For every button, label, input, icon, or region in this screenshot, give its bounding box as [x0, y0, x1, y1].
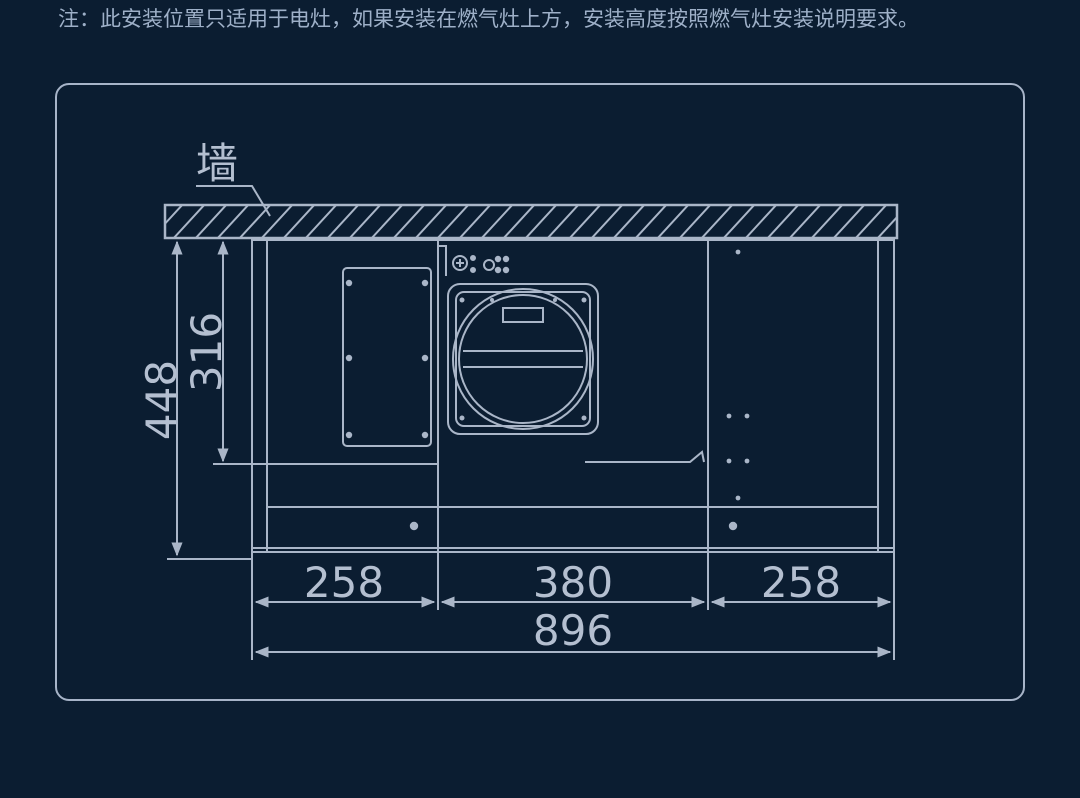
top-fitting-icon	[438, 245, 510, 276]
wall-hatch-line	[480, 205, 514, 238]
installation-note: 注：此安装位置只适用于电灶，如果安装在燃气灶上方，安装高度按照燃气灶安装说明要求…	[58, 7, 919, 31]
wall-label: 墙	[196, 139, 238, 188]
wall	[163, 203, 954, 240]
wall-hatch-line	[678, 205, 712, 238]
width-dimension-lines	[251, 552, 895, 660]
wall-hatch-line	[788, 205, 822, 238]
diagram-frame	[55, 83, 1025, 701]
wall-hatch-line	[876, 215, 897, 238]
wall-hatch-line	[590, 205, 624, 238]
panel-screws	[345, 249, 750, 531]
wall-hatch-line	[612, 205, 646, 238]
wall-hatch-line	[326, 205, 360, 238]
wall-hatch-line	[282, 205, 316, 238]
wall-hatch-line	[414, 205, 448, 238]
wall-hatch-line	[722, 205, 756, 238]
height-dimension-lines	[167, 240, 438, 560]
wall-hatch-line	[392, 205, 426, 238]
wall-hatch-line	[348, 205, 382, 238]
dimension-height-upper: 316	[182, 312, 231, 392]
wall-hatch-line	[458, 205, 492, 238]
dimension-width-right: 258	[761, 558, 841, 607]
wall-hatch-line	[568, 205, 602, 238]
wall-hatch-line	[524, 205, 558, 238]
wall-hatch-line	[634, 205, 668, 238]
wall-hatch-line	[370, 205, 404, 238]
wall-hatch-line	[766, 205, 800, 238]
wall-hatch-line	[260, 205, 294, 238]
wall-hatch-line	[744, 205, 778, 238]
wall-hatch-line	[810, 205, 844, 238]
wall-hatch-line	[194, 205, 228, 238]
wall-hatch-line	[304, 205, 338, 238]
wall-hatch-line	[656, 205, 690, 238]
dimension-width-total: 896	[533, 606, 613, 655]
wall-hatch-line	[832, 205, 866, 238]
range-hood-body	[251, 239, 895, 553]
wall-hatch-line	[172, 205, 206, 238]
wall-hatch-line	[854, 205, 888, 238]
dimension-width-left: 258	[304, 558, 384, 607]
wall-hatch-line	[238, 205, 272, 238]
dimension-height-total: 448	[137, 360, 186, 440]
wall-hatch-line	[920, 203, 954, 240]
wall-hatch-line	[502, 205, 536, 238]
dimension-width-center: 380	[533, 558, 613, 607]
wall-hatch-line	[546, 205, 580, 238]
wall-hatch-line	[700, 205, 734, 238]
wall-hatch-line	[436, 205, 470, 238]
air-outlet-icon	[447, 283, 599, 435]
wall-hatch-line	[165, 205, 184, 226]
outlet-screws	[459, 297, 587, 421]
wall-leader-line	[196, 185, 271, 217]
wall-hatch-line	[216, 205, 250, 238]
wall-hatch-line	[898, 203, 932, 240]
